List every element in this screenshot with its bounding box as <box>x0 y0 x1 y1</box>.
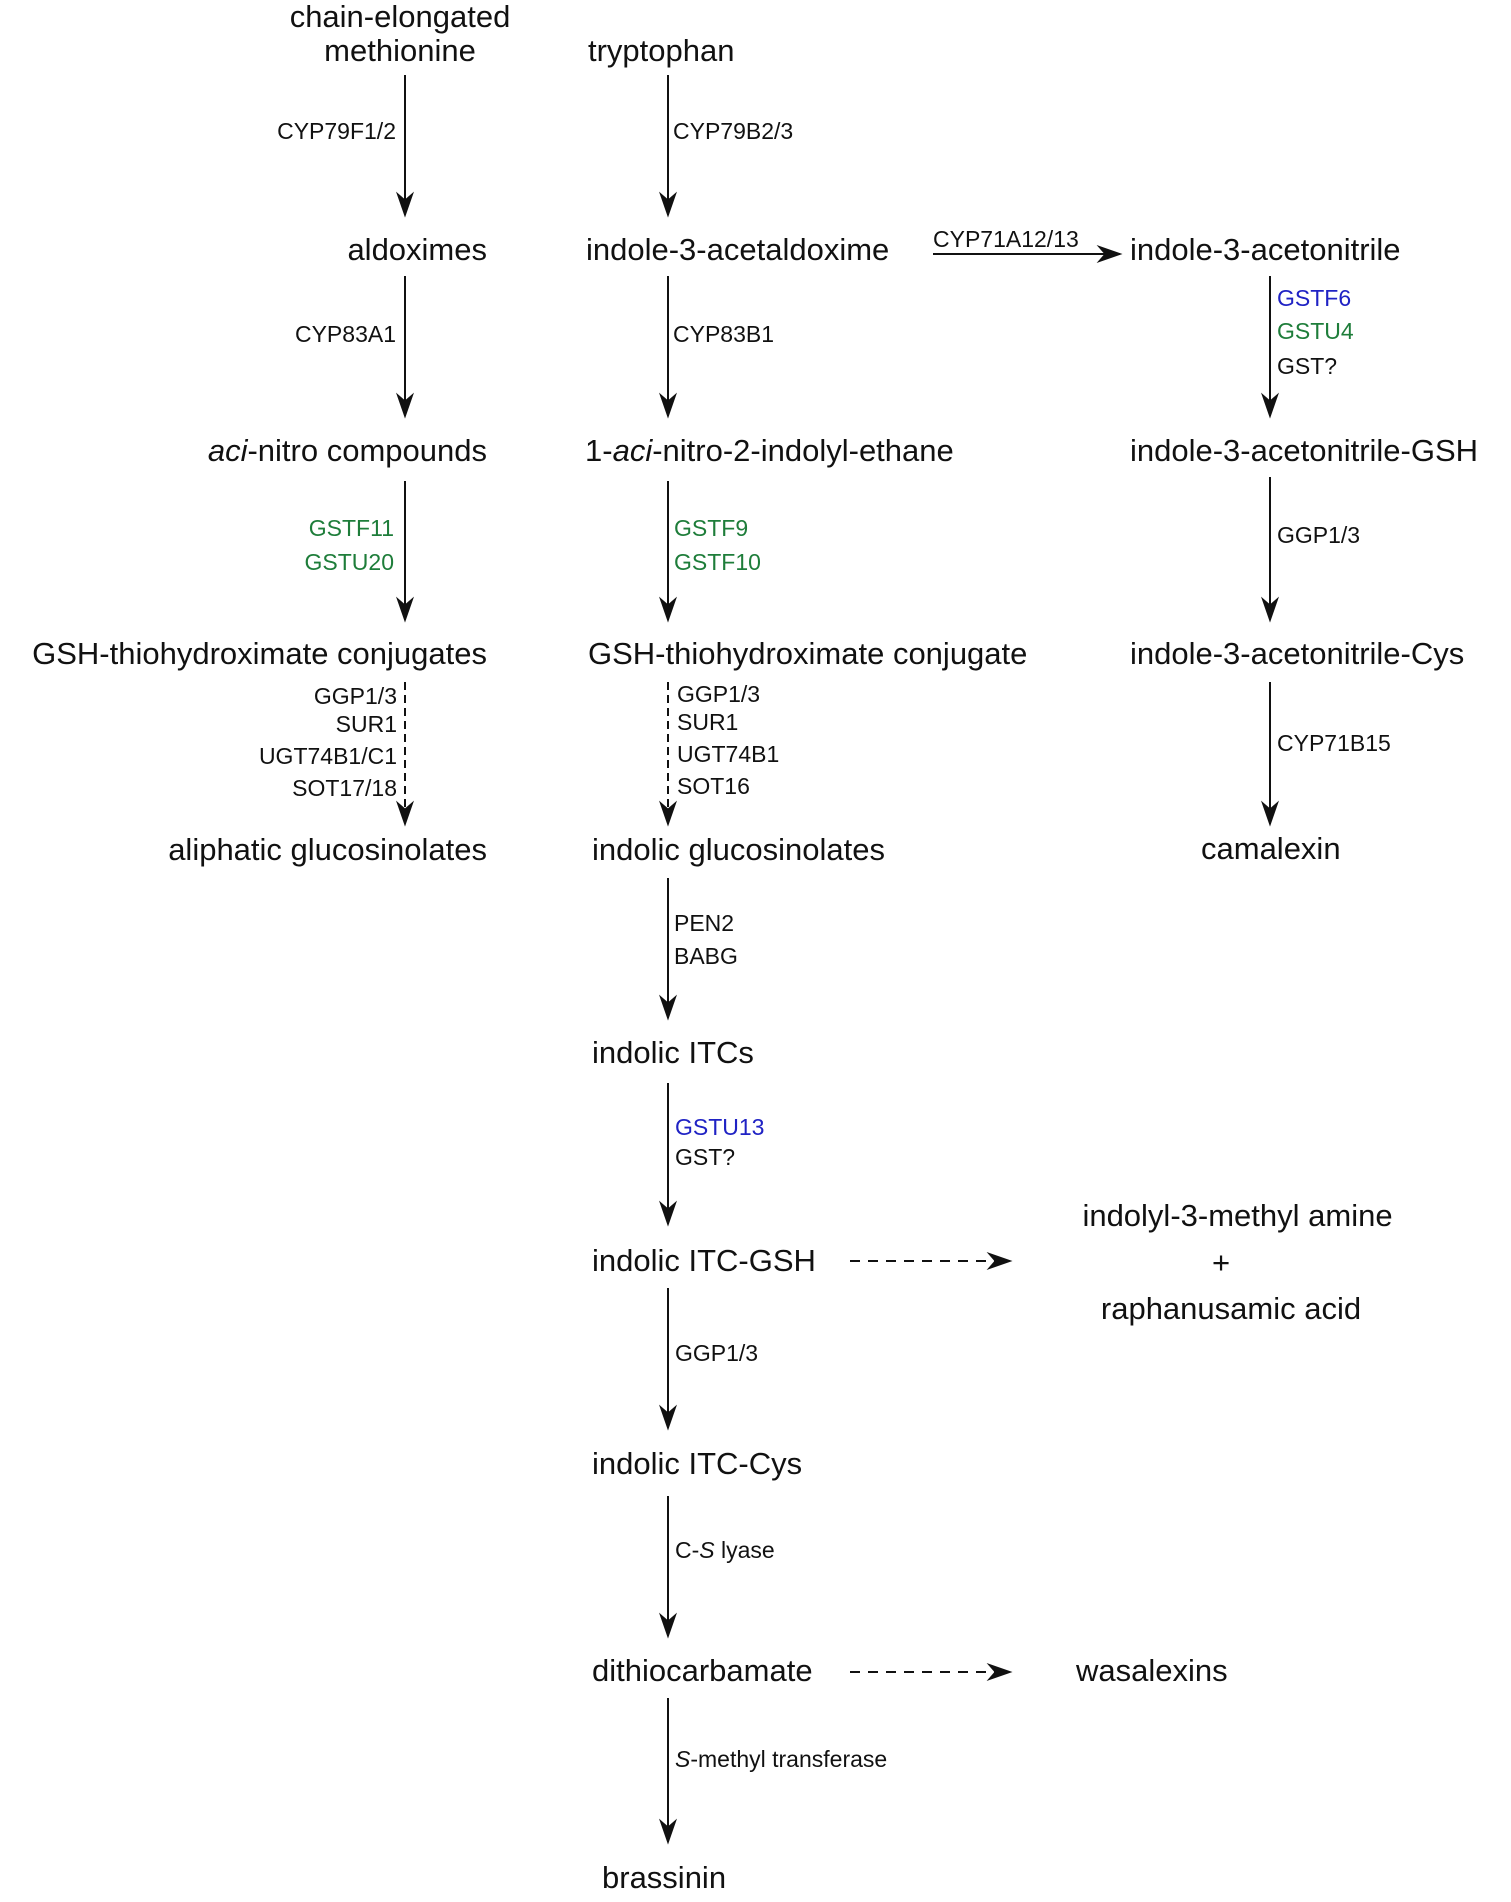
node-wasalexins: wasalexins <box>1076 1653 1228 1688</box>
enzyme-cyp79f1-2: CYP79F1/2 <box>277 118 396 144</box>
node-label-pre: 1- <box>585 433 613 468</box>
enzyme-gst-unknown: GST? <box>1277 353 1338 379</box>
italic-aci: aci <box>207 433 248 468</box>
node-gsh-thiohydroximate-conjugates: GSH-thiohydroximate conjugates <box>32 636 487 671</box>
node-label-rest: -nitro compounds <box>247 433 487 468</box>
enzyme-left-ggp1-3: GGP1/3 <box>313 683 397 709</box>
enzyme-label-pre: C- <box>675 1537 700 1563</box>
enzyme-pen2: PEN2 <box>674 910 735 936</box>
enzyme-mid-sur1: SUR1 <box>677 709 739 735</box>
node-indole-3-acetonitrile-cys: indole-3-acetonitrile-Cys <box>1130 636 1465 671</box>
node-indolic-glucosinolates: indolic glucosinolates <box>592 832 885 867</box>
enzyme-ggp1-3-right: GGP1/3 <box>1277 522 1361 548</box>
enzyme-cyp71a12-13: CYP71A12/13 <box>933 226 1079 252</box>
node-indole-3-acetonitrile-gsh: indole-3-acetonitrile-GSH <box>1130 433 1479 468</box>
enzyme-label-rest: -methyl transferase <box>690 1746 888 1772</box>
enzyme-gstf9: GSTF9 <box>674 515 749 541</box>
enzyme-cyp83a1: CYP83A1 <box>294 321 396 347</box>
plus-sign: + <box>1211 1245 1231 1280</box>
enzyme-gstu20: GSTU20 <box>304 549 394 575</box>
enzyme-cyp71b15: CYP71B15 <box>1277 730 1391 756</box>
enzyme-gstf10: GSTF10 <box>674 549 761 575</box>
enzyme-gstf6: GSTF6 <box>1277 285 1352 311</box>
enzyme-mid-sot16: SOT16 <box>677 773 750 799</box>
node-indole-3-acetaldoxime: indole-3-acetaldoxime <box>586 232 890 267</box>
enzyme-cyp79b2-3: CYP79B2/3 <box>673 118 794 144</box>
enzyme-gstu4: GSTU4 <box>1277 318 1354 344</box>
enzyme-gstu13: GSTU13 <box>675 1114 765 1140</box>
node-aci-nitro-compounds: aci-nitro compounds <box>208 434 487 468</box>
node-indolyl-3-methyl-amine: indolyl-3-methyl amine <box>1082 1198 1393 1233</box>
enzyme-label-rest: lyase <box>714 1537 775 1563</box>
enzyme-mid-ggp1-3: GGP1/3 <box>677 681 761 707</box>
node-indolic-itc-cys: indolic ITC-Cys <box>592 1446 803 1481</box>
node-label-rest: -nitro-2-indolyl-ethane <box>652 433 954 468</box>
node-label-line2: methionine <box>324 33 476 68</box>
italic-s: S <box>675 1746 691 1772</box>
enzyme-left-sur1: SUR1 <box>335 711 397 737</box>
enzyme-ggp1-3-itc: GGP1/3 <box>675 1340 759 1366</box>
node-1-aci-nitro-2-indolyl-ethane: 1-aci-nitro-2-indolyl-ethane <box>585 434 954 468</box>
node-dithiocarbamate: dithiocarbamate <box>592 1653 813 1688</box>
node-indolic-itc-gsh: indolic ITC-GSH <box>592 1243 816 1278</box>
enzyme-gstf11: GSTF11 <box>308 515 394 541</box>
node-aliphatic-glucosinolates: aliphatic glucosinolates <box>168 832 487 867</box>
node-raphanusamic-acid: raphanusamic acid <box>1100 1291 1362 1326</box>
node-camalexin: camalexin <box>1201 831 1341 866</box>
enzyme-c-s-lyase: C-S lyase <box>675 1537 775 1563</box>
node-tryptophan: tryptophan <box>588 33 735 68</box>
node-indolic-itcs: indolic ITCs <box>592 1035 754 1070</box>
enzyme-gst-unknown-itc: GST? <box>675 1144 736 1170</box>
node-indole-3-acetonitrile: indole-3-acetonitrile <box>1130 232 1401 267</box>
italic-aci: aci <box>612 433 653 468</box>
node-gsh-thiohydroximate-conjugate: GSH-thiohydroximate conjugate <box>588 636 1028 671</box>
enzyme-left-sot17-18: SOT17/18 <box>292 775 397 801</box>
enzyme-babg: BABG <box>674 943 738 969</box>
enzyme-mid-ugt74b1: UGT74B1 <box>677 741 780 767</box>
node-brassinin: brassinin <box>602 1860 727 1895</box>
enzyme-left-ugt74b1-c1: UGT74B1/C1 <box>258 743 397 769</box>
node-aldoximes: aldoximes <box>347 232 487 267</box>
enzyme-s-methyl-transferase: S-methyl transferase <box>675 1746 887 1772</box>
enzyme-cyp83b1: CYP83B1 <box>673 321 775 347</box>
node-label-line1: chain-elongated <box>289 0 511 34</box>
italic-s: S <box>699 1537 715 1563</box>
node-chain-elongated-methionine: chain-elongated methionine <box>270 0 530 68</box>
